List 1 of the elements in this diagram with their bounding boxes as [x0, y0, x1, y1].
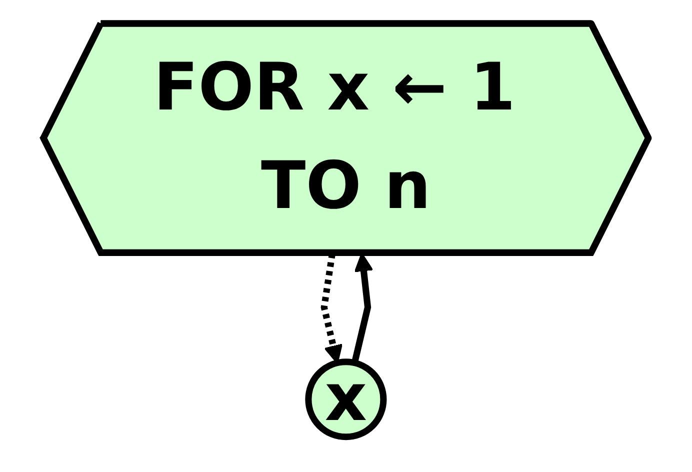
node-circle: x: [305, 358, 387, 440]
